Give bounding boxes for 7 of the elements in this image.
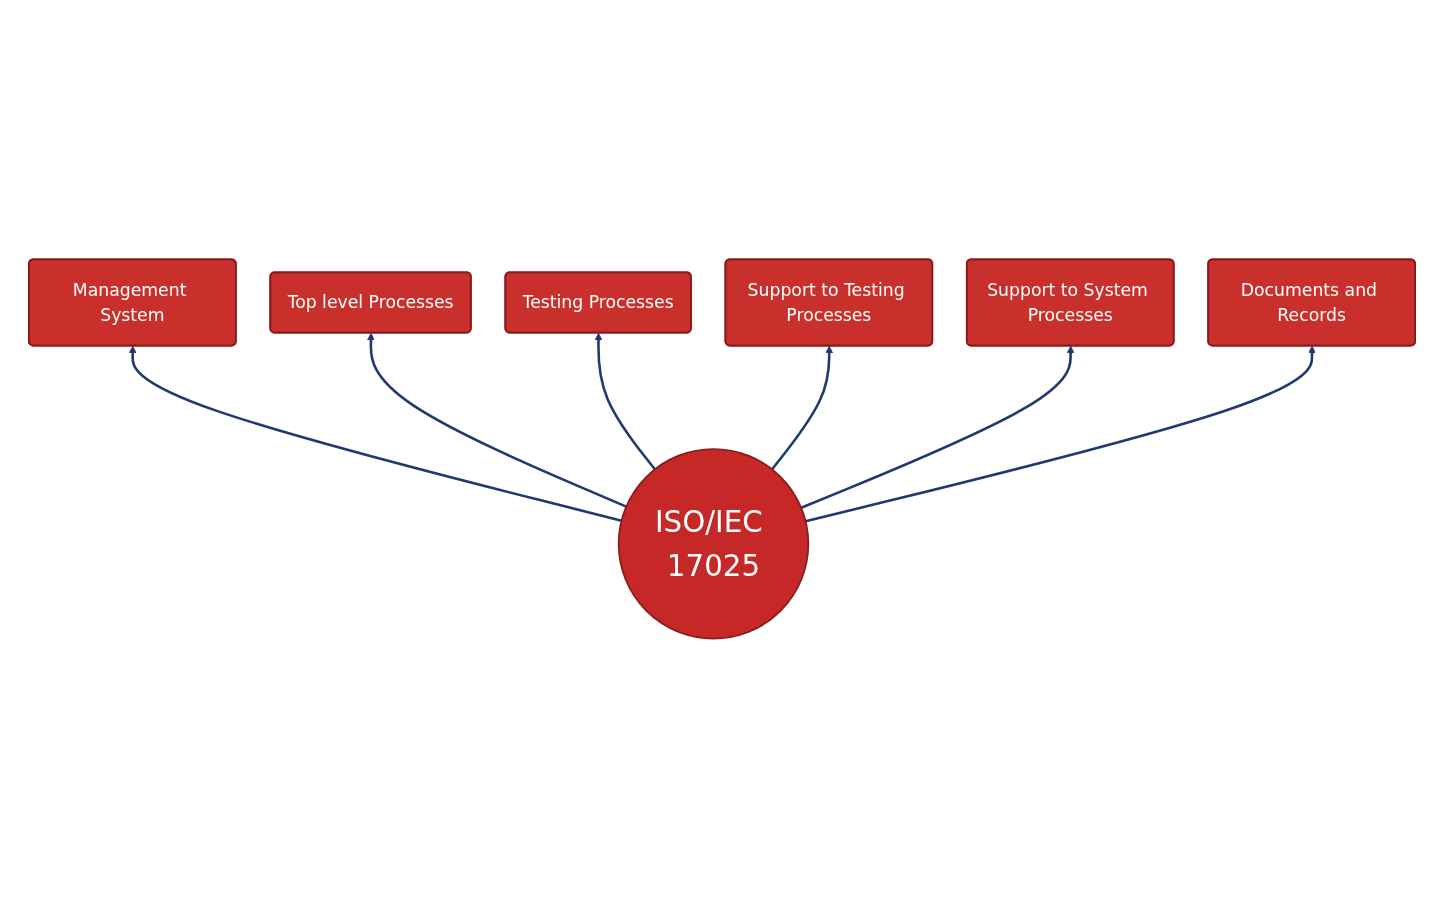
arrow xyxy=(771,345,833,471)
arrow xyxy=(805,345,1316,523)
arrow xyxy=(594,332,656,471)
arrow xyxy=(800,345,1075,509)
arrow xyxy=(128,345,622,522)
arrow xyxy=(367,332,627,508)
node-circle: ISO/IEC 17025 xyxy=(617,448,810,640)
